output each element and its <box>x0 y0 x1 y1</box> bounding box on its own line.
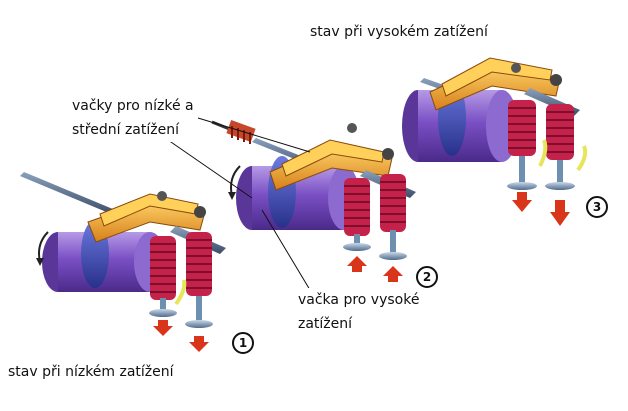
valves <box>343 230 407 260</box>
rocker-arms <box>429 57 562 111</box>
valve-springs <box>508 100 574 160</box>
stage-number-2: 2 <box>416 266 438 288</box>
label-low-load-state: stav při nízkém zatížení <box>6 360 176 384</box>
oil-flow-icon <box>174 279 187 306</box>
rocker-shaft <box>20 172 120 216</box>
valves <box>149 296 213 328</box>
label-low-mid-cams-line1: vačky pro nízké a <box>70 94 196 118</box>
valve-springs <box>150 232 212 300</box>
valve-direction-arrow-icon <box>347 256 403 282</box>
label-high-cam-line1: vačka pro vysoké <box>296 288 422 312</box>
stage-number-1: 1 <box>232 332 254 354</box>
assembly-switching <box>211 119 416 282</box>
label-high-load-state: stav při vysokém zatížení <box>308 20 490 44</box>
leader-lines <box>167 117 311 291</box>
rocker-arms <box>87 191 206 243</box>
stage-number-3: 3 <box>586 196 608 218</box>
label-high-cam-line2: zatížení <box>296 312 355 336</box>
label-low-mid-cams-line2: střední zatížení <box>70 118 181 142</box>
assembly-high-load <box>402 57 588 226</box>
switching-actuator <box>211 119 256 144</box>
valve-direction-arrow-icon <box>153 320 209 352</box>
assembly-low-load <box>20 172 226 352</box>
valves <box>507 156 575 190</box>
oil-flow-icon <box>538 139 548 167</box>
valve-direction-arrow-icon <box>512 192 570 226</box>
valve-springs <box>344 174 406 236</box>
